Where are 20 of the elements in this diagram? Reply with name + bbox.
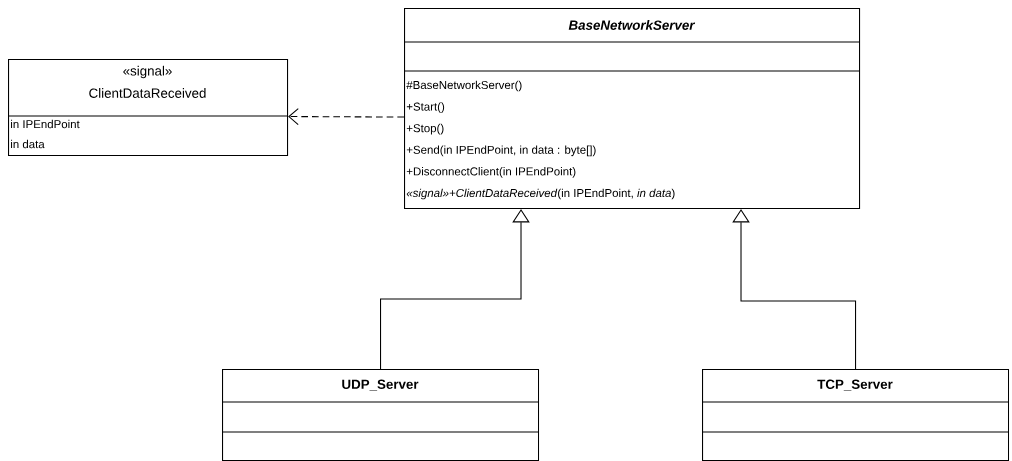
member-text: «signal»+ClientDataReceived(in IPEndPoint, in data) — [406, 188, 675, 200]
member-text: +Send(in IPEndPoint, in data : byte[]) — [406, 145, 596, 157]
class-name: BaseNetworkServer — [568, 20, 696, 30]
class-box — [403, 8, 861, 210]
generalization-arrow — [380, 209, 530, 370]
class-name: «signal» — [123, 65, 172, 79]
dependency-arrow — [288, 108, 405, 126]
class-box — [7, 59, 289, 157]
member-text: in data — [11, 139, 45, 149]
member-text: #BaseNetworkServer() — [406, 80, 522, 92]
member-text: +Stop() — [406, 123, 444, 135]
member-text: in IPEndPoint — [11, 119, 80, 129]
class-name: UDP_Server — [342, 379, 419, 391]
class-box — [221, 369, 540, 461]
member-text: +Start() — [406, 102, 445, 113]
class-name: TCP_Server — [817, 379, 893, 391]
class-box — [701, 369, 1010, 461]
class-name: ClientDataReceived — [89, 88, 206, 98]
member-text: +DisconnectClient(in IPEndPoint) — [406, 167, 576, 178]
generalization-arrow — [732, 209, 857, 370]
